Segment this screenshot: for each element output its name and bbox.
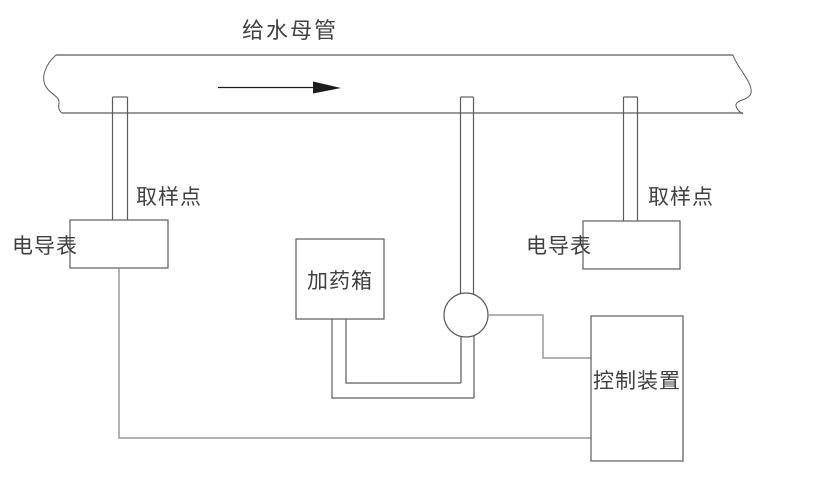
dosing-tank-box — [295, 238, 385, 320]
signal-wire-left-meter-to-control — [118, 268, 591, 439]
main-pipe — [43, 54, 752, 115]
dosing-tank-pipe-inner — [345, 319, 461, 384]
conductivity-meter-left-label: 电导表 — [12, 235, 78, 258]
pump-outlet-pipe — [460, 336, 475, 398]
conductivity-meter-right-box — [582, 220, 681, 270]
control-device-label: 控制装置 — [593, 370, 681, 393]
conductivity-meter-right-label: 电导表 — [526, 235, 592, 258]
sampling-tube-middle — [459, 96, 475, 295]
control-device-box — [590, 315, 684, 462]
dosing-pump-icon — [443, 292, 489, 338]
dosing-tank-pipe — [331, 319, 474, 399]
sampling-tube-right — [622, 96, 639, 221]
flow-arrow-head — [313, 81, 341, 94]
dosing-tank-label: 加药箱 — [307, 270, 373, 293]
main-pipe-label: 给水母管 — [242, 18, 338, 43]
conductivity-meter-left-box — [69, 219, 169, 269]
dosing-tank-pipe-outer — [331, 319, 474, 399]
pipe-break-left-icon — [43, 54, 63, 114]
sampling-tube-left — [111, 96, 129, 220]
sampling-point-left-label: 取样点 — [136, 186, 202, 209]
flow-arrow-icon — [218, 81, 341, 94]
signal-wire-pump-to-control — [488, 314, 591, 359]
pipe-break-right-icon — [732, 54, 752, 115]
sampling-point-right-label: 取样点 — [648, 186, 714, 209]
